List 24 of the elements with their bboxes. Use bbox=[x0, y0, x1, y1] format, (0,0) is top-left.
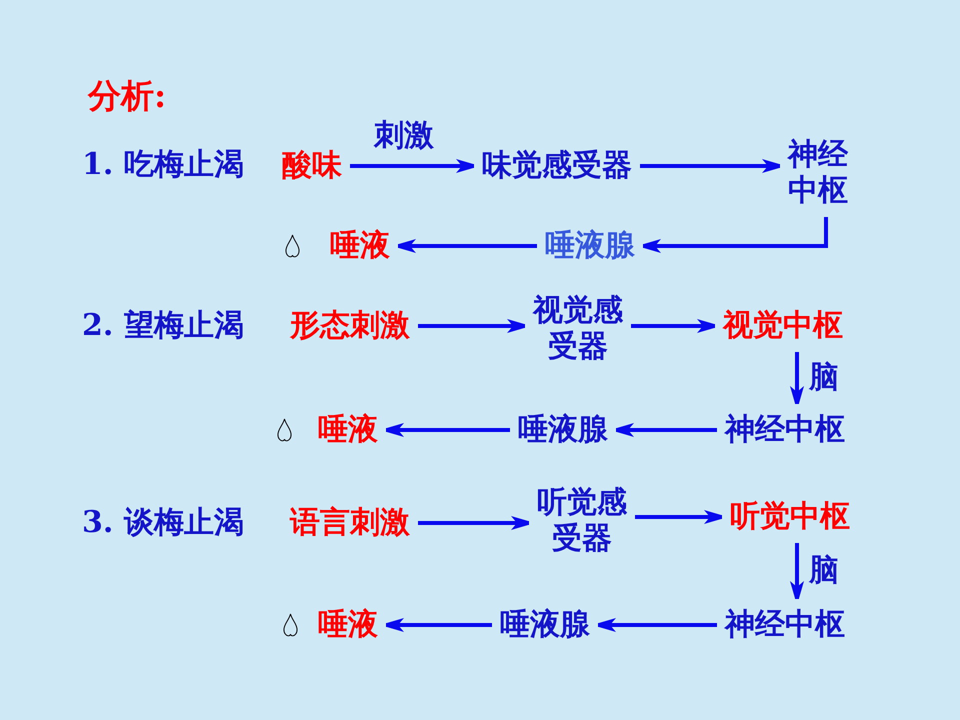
row-title: 2. 望梅止渴 bbox=[82, 308, 244, 344]
saliva-text: 唾液 bbox=[330, 228, 390, 264]
salivary-gland-text: 唾液腺 bbox=[500, 607, 590, 643]
edge-label: 脑 bbox=[809, 360, 839, 396]
receptor-text: 味觉感受器 bbox=[482, 148, 632, 184]
saliva-text: 唾液 bbox=[318, 607, 378, 643]
salivary-gland-text: 唾液腺 bbox=[545, 228, 635, 264]
heading: 分析: bbox=[88, 76, 166, 116]
stimulus-text: 语言刺激 bbox=[290, 505, 410, 541]
edge-label: 脑 bbox=[809, 553, 839, 589]
saliva-text: 唾液 bbox=[318, 412, 378, 448]
sensory-center-text: 听觉中枢 bbox=[730, 499, 850, 535]
edge-label: 刺激 bbox=[374, 118, 434, 154]
row-title: 1. 吃梅止渴 bbox=[82, 147, 244, 183]
row-title: 3. 谈梅止渴 bbox=[82, 505, 244, 541]
nerve-center-text: 神经中枢 bbox=[725, 607, 845, 643]
stimulus-text: 形态刺激 bbox=[290, 308, 410, 344]
nerve-center-text: 神经中枢 bbox=[788, 137, 848, 209]
salivary-gland-text: 唾液腺 bbox=[518, 412, 608, 448]
receptor-text: 听觉感受器 bbox=[537, 485, 627, 557]
nerve-center-text: 神经中枢 bbox=[725, 412, 845, 448]
sensory-center-text: 视觉中枢 bbox=[723, 308, 843, 344]
receptor-text: 视觉感受器 bbox=[533, 293, 623, 365]
stimulus-text: 酸味 bbox=[282, 148, 342, 184]
